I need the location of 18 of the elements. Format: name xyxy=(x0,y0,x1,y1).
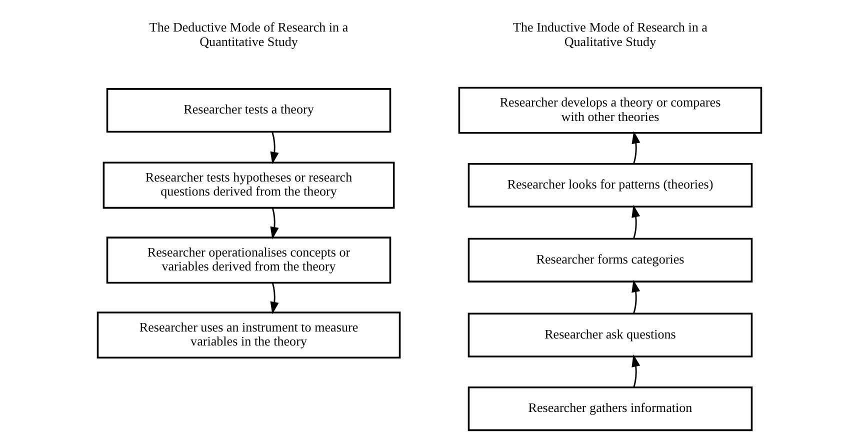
arrow xyxy=(270,282,278,314)
arrow xyxy=(631,354,640,388)
node-box: Researcher forms categories xyxy=(467,238,752,282)
arrow xyxy=(270,132,278,164)
arrow xyxy=(631,131,640,164)
node-box: Researcher gathers information xyxy=(467,386,752,432)
arrow xyxy=(631,280,640,314)
node-box: Researcher looks for patterns (theories) xyxy=(467,162,752,208)
label: The Deductive Mode of Research in a Quantitative Study xyxy=(148,20,348,49)
node-box: Researcher ask questions xyxy=(467,312,752,358)
node-box: Researcher develops a theory or compares with other theories xyxy=(458,86,762,134)
node-box: Researcher tests a theory xyxy=(106,88,391,133)
label: The Inductive Mode of Research in a Qualitative Study xyxy=(512,20,707,49)
node-box: Researcher uses an instrument to measure variables in the theory xyxy=(96,312,400,359)
arrow xyxy=(631,204,640,239)
node-box: Researcher tests hypotheses or research questions derived from the theory xyxy=(102,162,394,209)
node-box: Researcher operationalises concepts or variables derived from the theory xyxy=(106,236,391,284)
arrow xyxy=(270,208,278,240)
